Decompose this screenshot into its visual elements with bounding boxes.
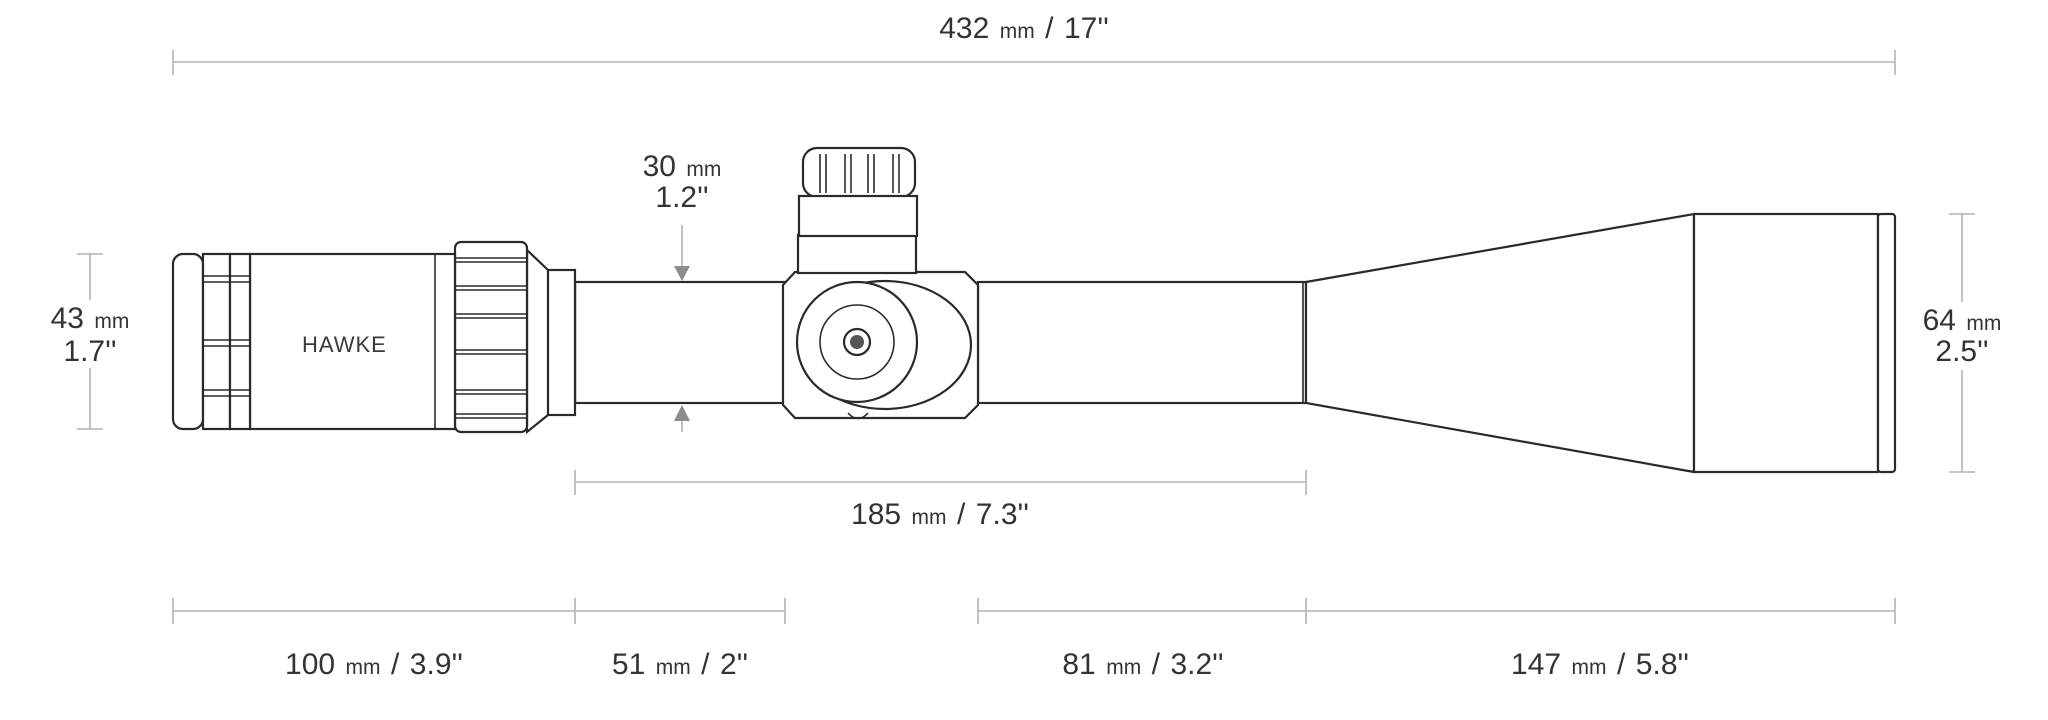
windage-turret[interactable]: [795, 279, 973, 420]
elevation-turret-collar: [797, 194, 919, 238]
objective-housing: [1692, 212, 1880, 474]
main-tube-rear: [573, 280, 787, 405]
main-tube-front: [976, 280, 1308, 405]
mounting-length-dimension: 185 mm / 7.3'': [574, 470, 1307, 531]
turret-to-bell-label: 81 mm / 3.2'': [1062, 648, 1223, 681]
windage-turret-inner-ring: [819, 304, 895, 380]
objective-bell: [1304, 212, 1696, 474]
diopter-ring-1: [201, 252, 232, 431]
windage-turret-bottom-tab: [847, 412, 869, 420]
eyepiece-diameter-metric: 43 mm: [51, 302, 130, 335]
segment-dimensions: 100 mm / 3.9'' 51 mm / 2'' 81 mm / 3.2''…: [172, 598, 1896, 681]
tube-diameter-dimension: 30 mm 1.2'': [643, 150, 722, 432]
eyepiece-diameter-label-bg: [48, 300, 132, 368]
overall-length-label: 432 mm / 17'': [939, 12, 1109, 45]
power-ring[interactable]: [453, 240, 529, 434]
eyepiece-diameter-dimension: 43 mm 1.7'': [48, 253, 132, 430]
diopter-ring[interactable]: [171, 252, 252, 431]
brand-logo: HAWKE: [302, 332, 387, 357]
eyepiece-diameter-imperial: 1.7'': [63, 335, 116, 368]
tube-diameter-imperial: 1.2'': [655, 181, 708, 214]
eyepiece-length-label: 100 mm / 3.9'': [285, 648, 463, 681]
scope-body: HAWKE: [171, 146, 1897, 474]
objective-diameter-dimension: 64 mm 2.5'': [1918, 213, 2008, 473]
objective-lens-cap: [1876, 212, 1897, 474]
mounting-length-label: 185 mm / 7.3'': [851, 498, 1029, 531]
tube-diameter-arrow-top: [674, 266, 690, 281]
objective-diameter-label-bg: [1918, 302, 2008, 370]
tube-diameter-metric: 30 mm: [643, 150, 722, 183]
eyepiece-end-cap: [171, 252, 205, 431]
windage-turret-screw-center: [850, 335, 864, 349]
objective-bell-length-label: 147 mm / 5.8'': [1511, 648, 1689, 681]
front-tube-to-turret-label: 51 mm / 2'': [612, 648, 748, 681]
objective-diameter-metric: 64 mm: [1923, 304, 2002, 337]
tube-diameter-arrow-bottom: [674, 405, 690, 421]
diopter-ring-2: [228, 252, 252, 431]
power-ring-collar: [546, 268, 577, 417]
elevation-turret-base: [796, 233, 918, 275]
elevation-turret[interactable]: [796, 146, 919, 275]
objective-diameter-imperial: 2.5'': [1935, 335, 1988, 368]
overall-length-dimension: 432 mm / 17'': [172, 12, 1896, 75]
power-ring-body: [453, 240, 529, 434]
